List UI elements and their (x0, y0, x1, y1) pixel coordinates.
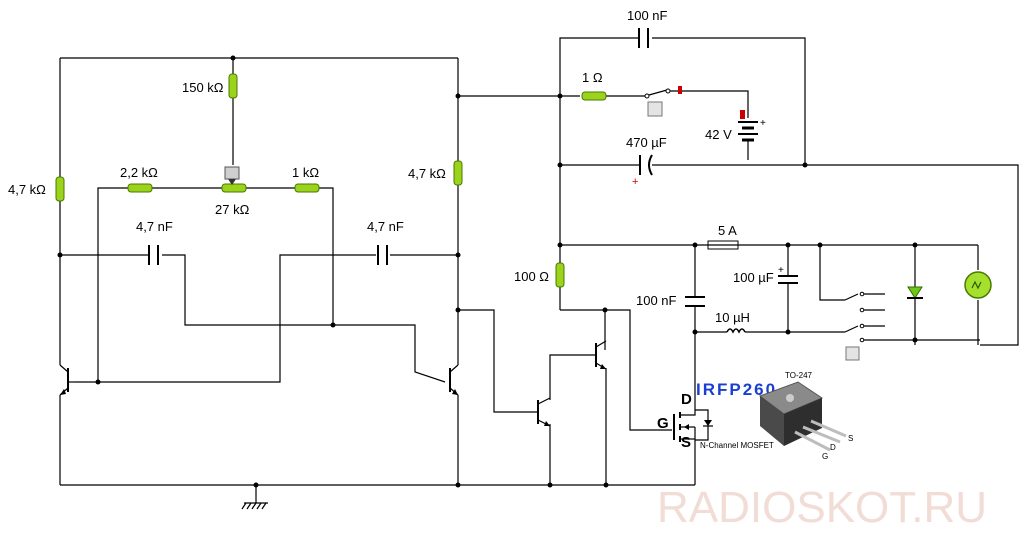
resistor-1ohm[interactable] (581, 91, 607, 101)
selector-switch[interactable] (844, 291, 885, 361)
power-switch[interactable] (644, 86, 682, 117)
capacitor-4n7-left[interactable] (148, 245, 159, 265)
battery-42v[interactable]: + (738, 110, 766, 142)
resistor-150k[interactable] (228, 73, 238, 99)
label-1ohm: 1 Ω (582, 70, 603, 85)
label-4k7-left: 4,7 kΩ (8, 182, 46, 197)
label-2k2: 2,2 kΩ (120, 165, 158, 180)
lamp[interactable] (964, 271, 992, 299)
potentiometer-27k[interactable] (221, 166, 247, 193)
transistor-driver-1[interactable] (537, 397, 551, 427)
multivibrator-wiring (59, 57, 695, 503)
pin-label-s: S (681, 434, 691, 451)
resistor-100ohm[interactable] (555, 262, 565, 288)
label-10uh: 10 µH (715, 310, 750, 325)
junction-dots-left (57, 55, 461, 488)
resistor-4k7-right[interactable] (453, 160, 463, 186)
transistor-driver-2[interactable] (595, 340, 607, 370)
label-42v: 42 V (705, 127, 732, 142)
resistor-2k2[interactable] (127, 183, 153, 193)
svg-text:+: + (778, 265, 784, 276)
transistor-right[interactable] (449, 364, 459, 396)
capacitor-4n7-right[interactable] (377, 245, 388, 265)
label-100ohm: 100 Ω (514, 269, 549, 284)
svg-text:+: + (632, 176, 638, 188)
junction-dots-right (455, 93, 918, 488)
svg-text:+: + (760, 118, 766, 129)
pkg-pin-g: G (822, 452, 828, 461)
ground-symbol (241, 502, 268, 510)
label-4n7-right: 4,7 nF (367, 219, 404, 234)
inductor-10uh[interactable] (726, 328, 746, 334)
resistor-4k7-left[interactable] (55, 176, 65, 202)
package-label: TO-247 (785, 371, 813, 380)
led-diode[interactable] (907, 286, 923, 299)
power-wiring (458, 37, 1019, 485)
label-100n-mid: 100 nF (636, 293, 677, 308)
resistor-1k[interactable] (294, 183, 320, 193)
label-4k7-right: 4,7 kΩ (408, 166, 446, 181)
part-number: IRFP260 (696, 380, 777, 399)
capacitor-100n-mid[interactable] (685, 296, 705, 307)
pkg-pin-d: D (830, 443, 836, 452)
pin-label-g: G (657, 415, 669, 432)
label-150k: 150 kΩ (182, 80, 224, 95)
label-100u: 100 µF (733, 270, 774, 285)
to247-package-image (758, 381, 847, 452)
pin-label-d: D (681, 391, 692, 408)
capacitor-470u[interactable]: + (632, 154, 653, 188)
fuse-5a[interactable] (707, 240, 739, 250)
label-4n7-left: 4,7 nF (136, 219, 173, 234)
mosfet-type: N-Channel MOSFET (700, 441, 774, 450)
label-5a: 5 A (718, 223, 737, 238)
capacitor-100n-top[interactable] (638, 28, 649, 48)
label-470u: 470 µF (626, 135, 667, 150)
label-1k: 1 kΩ (292, 165, 319, 180)
pkg-pin-s: S (848, 434, 853, 443)
watermark: RADIOSKOT.RU (657, 483, 987, 532)
mosfet-irfp260[interactable] (673, 409, 713, 442)
capacitor-100u[interactable]: + (778, 265, 798, 284)
transistor-left[interactable] (59, 364, 75, 396)
label-27k: 27 kΩ (215, 202, 250, 217)
label-100n-top: 100 nF (627, 8, 668, 23)
